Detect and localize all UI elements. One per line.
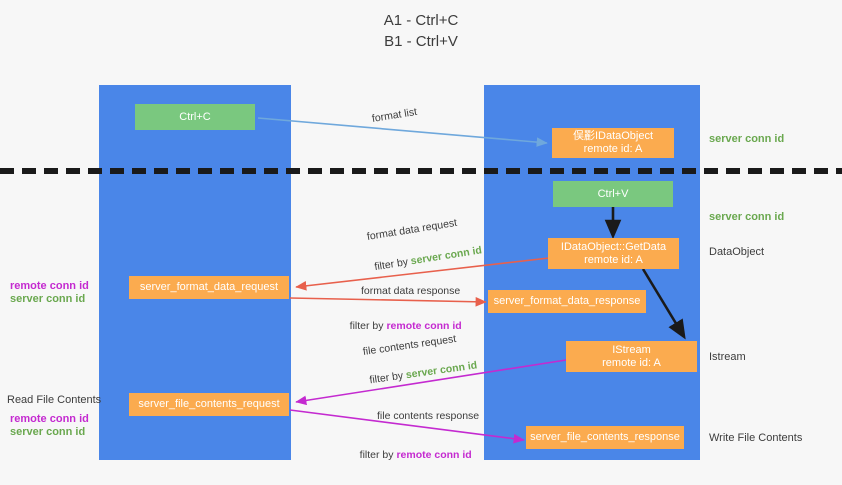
- box-server-file-contents-request[interactable]: server_file_contents_request: [129, 393, 289, 416]
- box-istream-line1: IStream: [612, 343, 651, 356]
- label-server-conn-id-1: server conn id: [10, 293, 86, 305]
- label-dataobject: DataObject: [709, 246, 765, 258]
- annotation-file-contents-request-filter-value: server conn id: [405, 359, 478, 382]
- annotation-format-data-request-filter-prefix: filter by: [373, 255, 412, 274]
- box-server-format-data-response[interactable]: server_format_data_response: [488, 290, 646, 313]
- label-read-file-contents: Read File Contents: [7, 394, 102, 406]
- phase-divider: [0, 168, 842, 174]
- box-idataobject-getdata-line2: remote id: A: [584, 253, 643, 266]
- box-istream[interactable]: IStream remote id: A: [566, 341, 697, 372]
- annotation-format-data-response-filter-value: remote conn id: [386, 320, 462, 332]
- label-write-file-contents: Write File Contents: [709, 432, 803, 444]
- annotation-format-data-request-filter-value: server conn id: [409, 244, 483, 268]
- box-idataobject-top-line1: 俣彲IDataObject: [572, 130, 654, 142]
- label-remote-conn-id-2: remote conn id: [10, 413, 89, 425]
- box-idataobject-top[interactable]: 俣彲IDataObject remote id: A: [552, 128, 674, 158]
- label-server-conn-id-mid: server conn id: [709, 211, 785, 223]
- box-ctrl-c[interactable]: Ctrl+C: [135, 104, 255, 130]
- annotation-format-data-response: format data response: [361, 285, 461, 297]
- box-ctrl-c-label: Ctrl+C: [179, 110, 211, 123]
- annotation-file-contents-response-filter-value: remote conn id: [396, 449, 472, 461]
- label-istream: Istream: [709, 351, 746, 363]
- box-idataobject-getdata-line1: IDataObject::GetData: [560, 240, 667, 253]
- label-remote-conn-id-1: remote conn id: [10, 280, 89, 292]
- annotation-format-data-response-filter-prefix: filter by: [349, 320, 387, 332]
- annotation-file-contents-response: file contents response: [377, 410, 480, 422]
- annotation-file-contents-request-filter-prefix: filter by: [368, 369, 407, 387]
- box-server-format-data-response-label: server_format_data_response: [493, 295, 641, 307]
- label-server-conn-id-2: server conn id: [10, 426, 86, 438]
- box-server-format-data-request-label: server_format_data_request: [139, 281, 279, 293]
- page-title: A1 - Ctrl+C B1 - Ctrl+V: [383, 12, 459, 50]
- annotation-format-data-response-filter: filter by remote conn id: [338, 305, 462, 347]
- annotation-file-contents-response-filter: filter by remote conn id: [348, 434, 472, 476]
- box-server-file-contents-request-label: server_file_contents_request: [138, 398, 280, 410]
- annotation-file-contents-response-filter-prefix: filter by: [359, 449, 397, 461]
- label-server-conn-id-top: server conn id: [709, 133, 785, 145]
- box-server-file-contents-response-label: server_file_contents_response: [530, 431, 680, 443]
- box-ctrl-v-label: Ctrl+V: [597, 187, 629, 200]
- box-server-file-contents-response[interactable]: server_file_contents_response: [526, 426, 684, 449]
- box-server-format-data-request[interactable]: server_format_data_request: [129, 276, 289, 299]
- box-idataobject-top-line2: remote id: A: [583, 143, 643, 155]
- box-istream-line2: remote id: A: [602, 356, 661, 369]
- box-idataobject-getdata[interactable]: IDataObject::GetData remote id: A: [548, 238, 679, 269]
- box-ctrl-v[interactable]: Ctrl+V: [553, 181, 673, 207]
